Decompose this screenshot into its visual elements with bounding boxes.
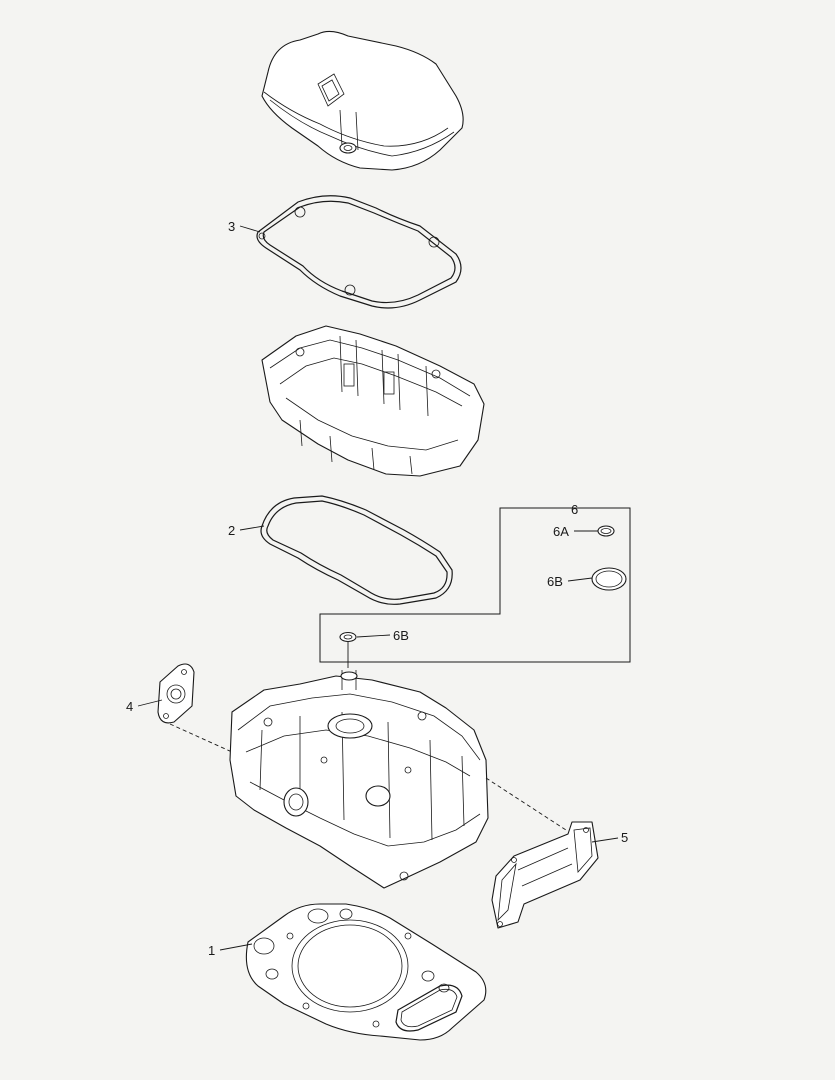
callout-3: 3 — [228, 219, 235, 234]
callout-5: 5 — [621, 830, 628, 845]
valve-cover — [261, 30, 464, 171]
cylinder-head — [229, 670, 489, 889]
head-gasket-1 — [245, 903, 487, 1041]
rocker-housing — [261, 325, 485, 477]
leader-2 — [239, 525, 265, 531]
callout-6b-ring: 6B — [547, 574, 563, 589]
seal-6b — [339, 631, 357, 643]
gasket-2 — [260, 495, 453, 605]
leader-6b-seal — [356, 634, 391, 638]
alignment-line-5 — [485, 777, 567, 831]
leader-5 — [591, 837, 619, 843]
gasket-5 — [491, 821, 599, 929]
alignment-line-4 — [169, 723, 233, 753]
leader-1 — [219, 943, 253, 951]
ring-6b — [591, 567, 627, 591]
ring-6a — [597, 525, 615, 537]
callout-4: 4 — [126, 699, 133, 714]
kit-6-bracket — [319, 507, 631, 663]
gasket-3 — [256, 195, 462, 309]
callout-6a: 6A — [553, 524, 569, 539]
leader-6b-ring — [567, 577, 593, 582]
callout-6: 6 — [571, 502, 578, 517]
callout-2: 2 — [228, 523, 235, 538]
gasket-4 — [157, 663, 195, 724]
callout-1: 1 — [208, 943, 215, 958]
leader-4 — [137, 699, 163, 707]
callout-6b-seal: 6B — [393, 628, 409, 643]
leader-3 — [239, 225, 261, 233]
